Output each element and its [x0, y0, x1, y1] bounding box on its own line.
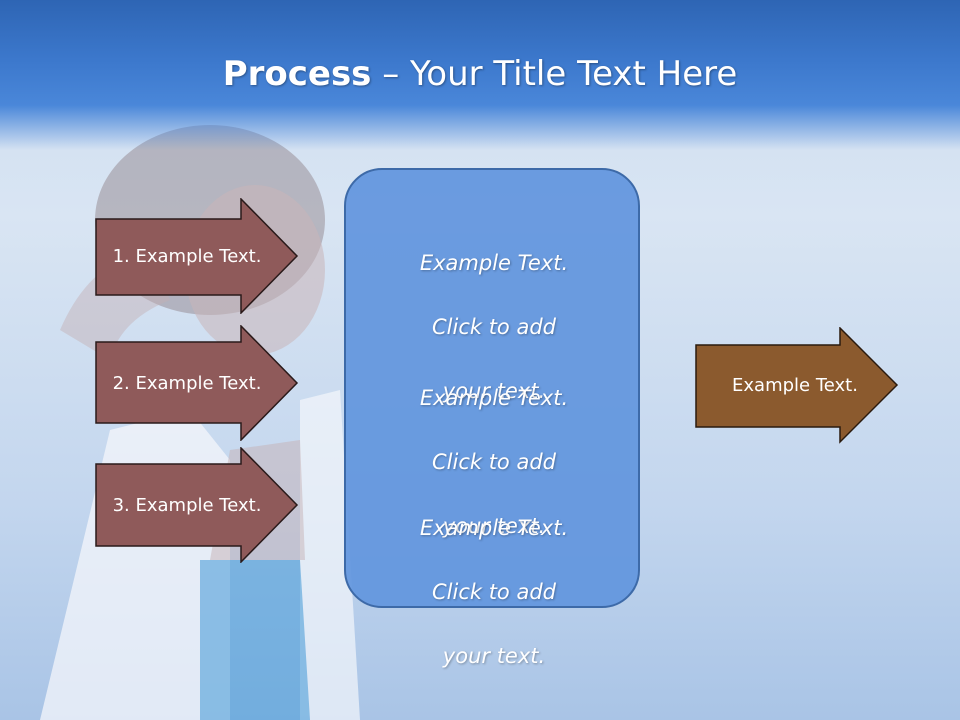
text-line: your text. — [442, 644, 546, 668]
arrow-right-icon — [95, 197, 299, 315]
arrow-right-icon — [95, 324, 299, 442]
text-line: Click to add — [431, 315, 556, 339]
text-line: your text. — [442, 379, 546, 403]
text-line: your text. — [442, 514, 546, 538]
slide-title[interactable]: Process – Your Title Text Here — [0, 52, 960, 96]
title-bar — [0, 0, 960, 150]
center-text-box[interactable]: Example Text. Click to add your text. Ex… — [344, 168, 642, 668]
step-label: 3. Example Text. — [112, 494, 262, 516]
text-block-1[interactable]: Example Text. Click to add your text. — [346, 215, 642, 439]
text-line: Click to add — [431, 450, 556, 474]
step-arrow-2[interactable]: 2. Example Text. — [95, 324, 299, 442]
title-bold: Process — [222, 54, 372, 94]
step-arrow-3[interactable]: 3. Example Text. — [95, 446, 299, 564]
step-label: 2. Example Text. — [112, 372, 262, 394]
arrow-right-icon — [95, 446, 299, 564]
text-line: Click to add — [431, 580, 556, 604]
title-rest: – Your Title Text Here — [371, 54, 738, 94]
text-line: Example Text. — [419, 386, 569, 410]
step-label: 1. Example Text. — [112, 245, 262, 267]
text-line: Example Text. — [419, 251, 569, 275]
result-arrow[interactable]: Example Text. — [695, 326, 899, 444]
result-label: Example Text. — [732, 375, 858, 396]
text-block-2[interactable]: Example Text. Click to add your text. — [346, 350, 642, 574]
text-block-3[interactable]: Example Text. Click to add your text. — [346, 480, 642, 704]
arrow-right-icon — [695, 326, 899, 444]
text-line: Example Text. — [419, 516, 569, 540]
step-arrow-1[interactable]: 1. Example Text. — [95, 197, 299, 315]
